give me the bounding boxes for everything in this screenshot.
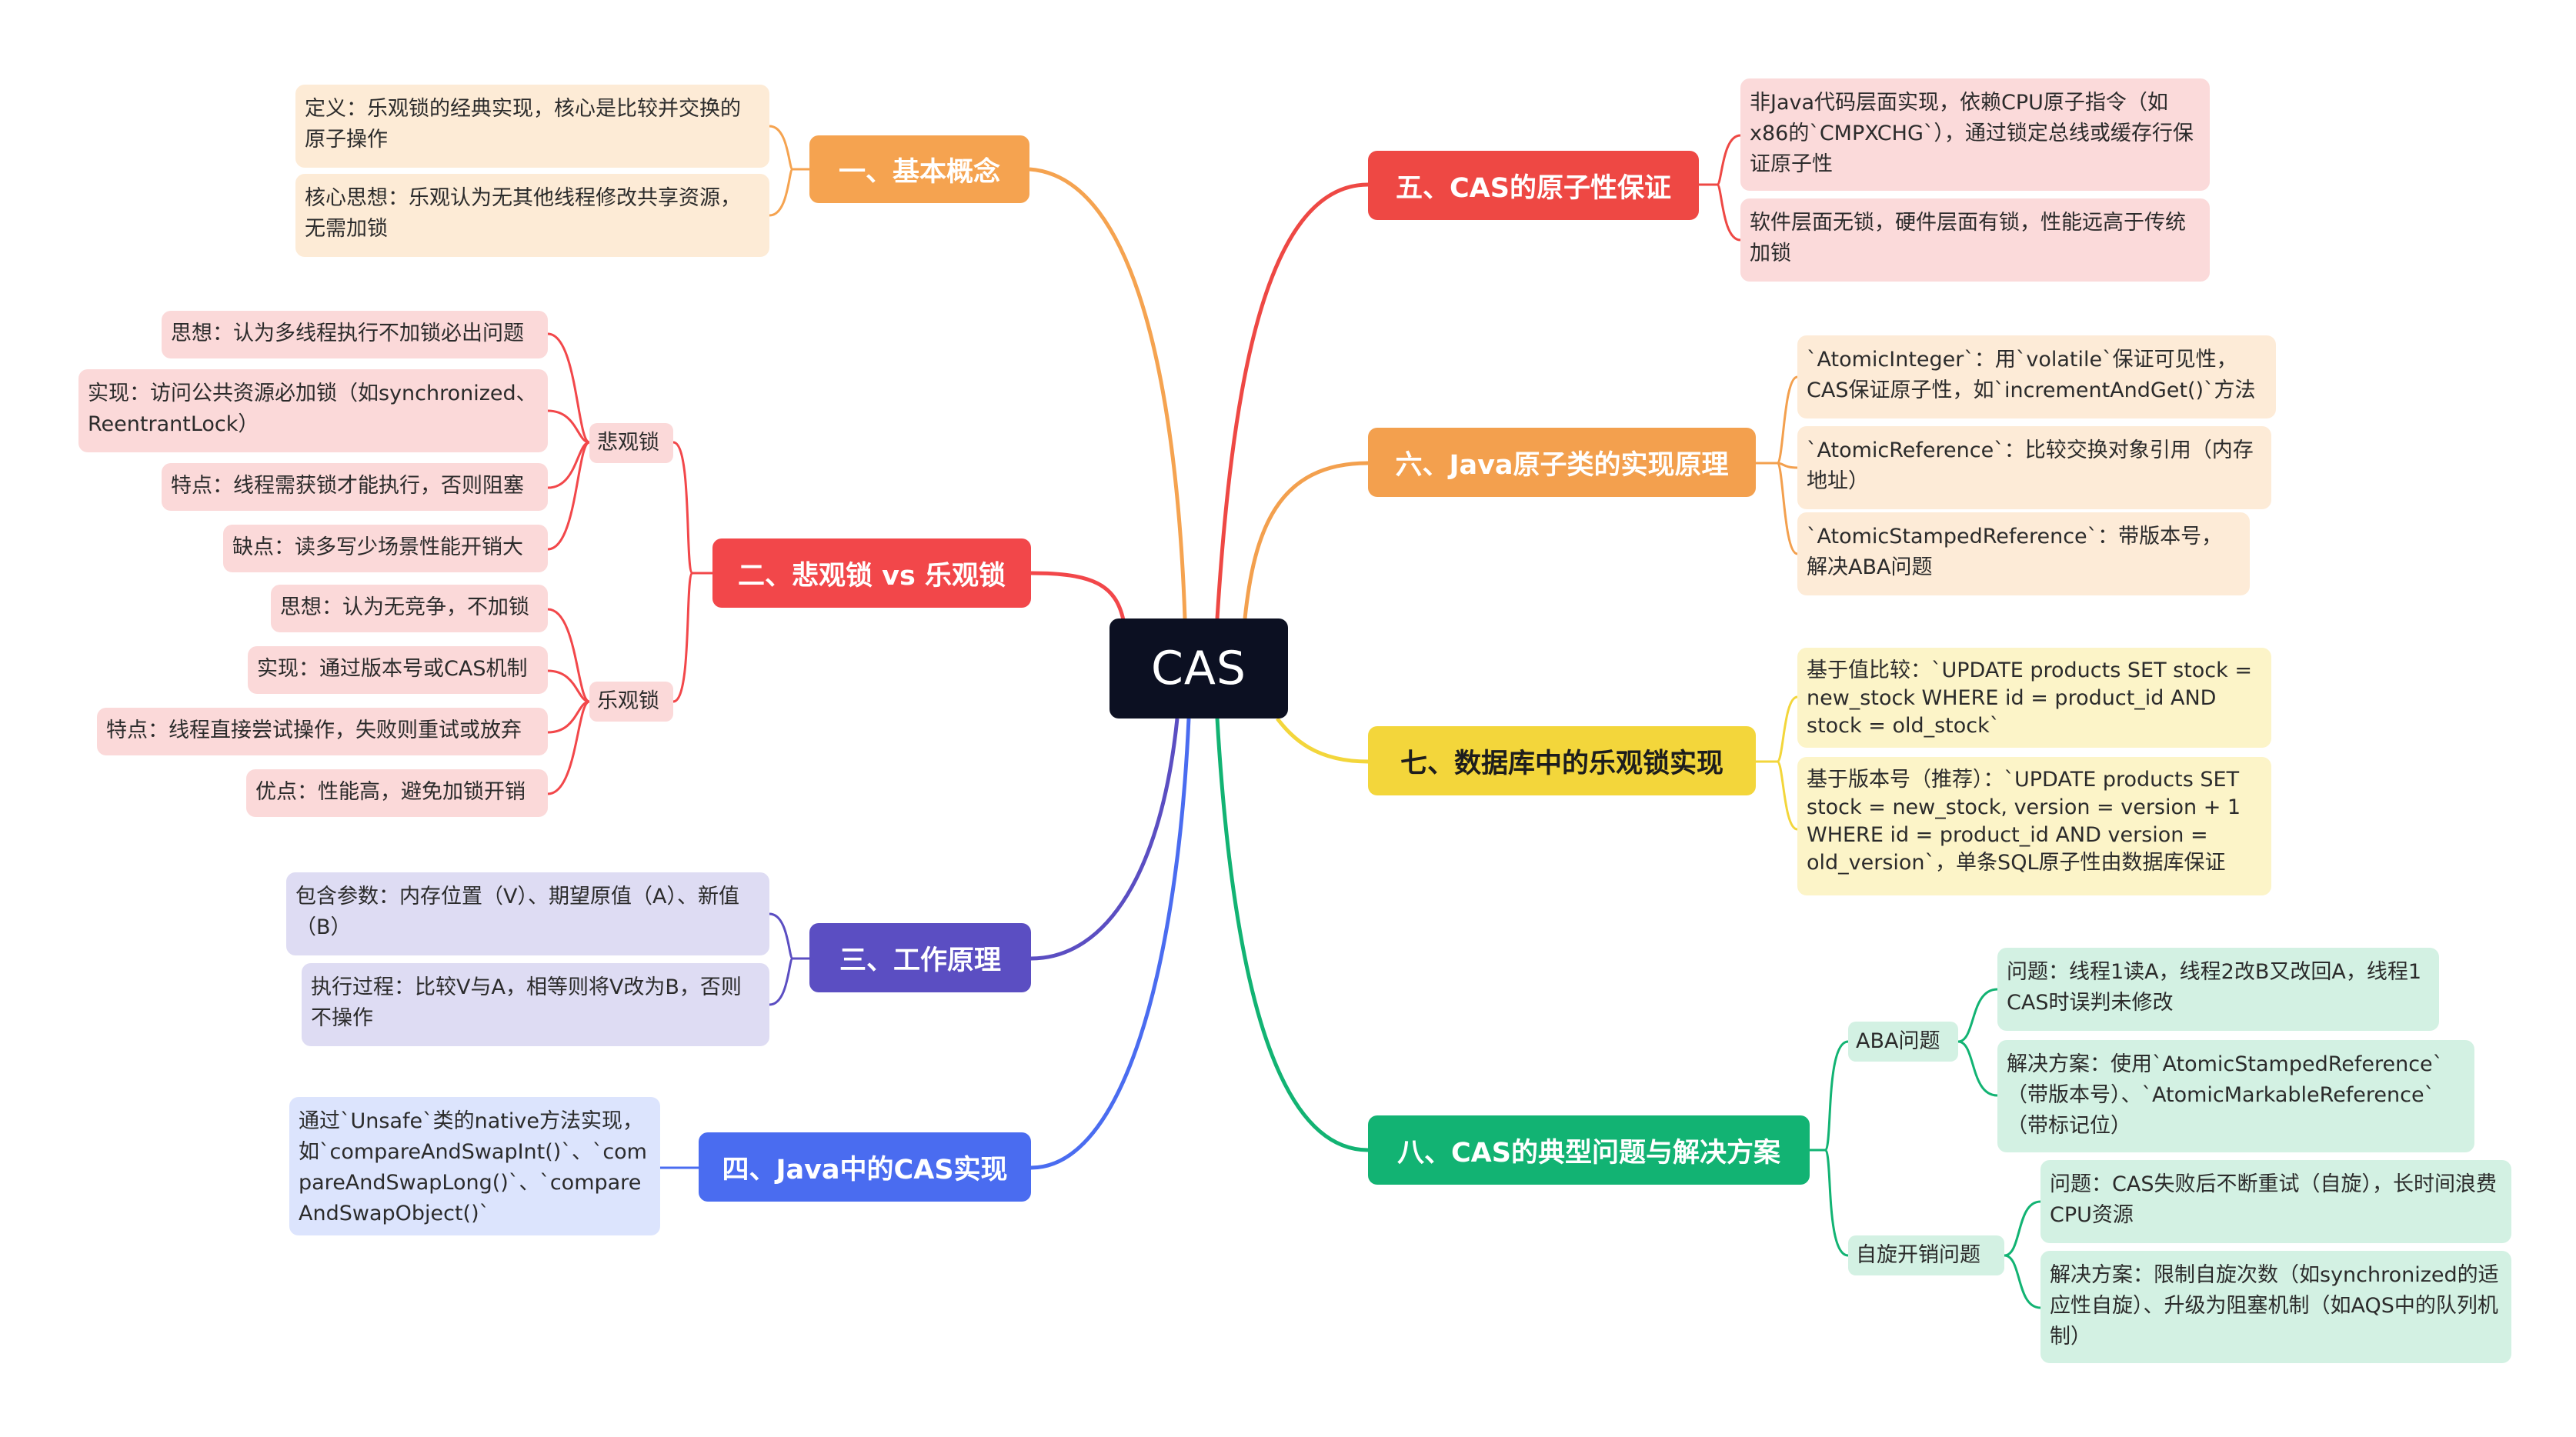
leaf-optimistic-feature[interactable]: 特点：线程直接尝试操作，失败则重试或放弃 bbox=[97, 708, 548, 755]
leaf-execution[interactable]: 执行过程：比较V与A，相等则将V改为B，否则不操作 bbox=[302, 963, 769, 1046]
leaf-value-comparison[interactable]: 基于值比较：`UPDATE products SET stock = new_s… bbox=[1797, 648, 2271, 748]
leaf-spin-issue[interactable]: 问题：CAS失败后不断重试（自旋），长时间浪费CPU资源 bbox=[2040, 1160, 2511, 1243]
leaf-aba-issue[interactable]: 问题：线程1读A，线程2改B又改回A，线程1 CAS时误判未修改 bbox=[1997, 948, 2439, 1031]
link-root-b7 bbox=[1276, 717, 1369, 764]
leaf-atomic-reference[interactable]: `AtomicReference`：比较交换对象引用（内存地址） bbox=[1797, 426, 2271, 509]
branch-typical-problems[interactable]: 八、CAS的典型问题与解决方案 bbox=[1368, 1115, 1810, 1185]
link-root-b3 bbox=[1030, 718, 1180, 961]
link-root-b1 bbox=[1029, 167, 1187, 619]
group-pessimistic-lock[interactable]: 悲观锁 bbox=[589, 423, 673, 463]
link-root-b5 bbox=[1215, 182, 1369, 619]
leaf-optimistic-advantage[interactable]: 优点：性能高，避免加锁开销 bbox=[246, 769, 548, 817]
leaf-version-number[interactable]: 基于版本号（推荐）：`UPDATE products SET stock = n… bbox=[1797, 757, 2271, 895]
leaf-atomic-integer[interactable]: `AtomicInteger`：用`volatile`保证可见性，CAS保证原子… bbox=[1797, 335, 2276, 418]
branch-basic-concepts[interactable]: 一、基本概念 bbox=[809, 135, 1029, 203]
root-node[interactable]: CAS bbox=[1109, 618, 1288, 718]
leaf-spin-solution[interactable]: 解决方案：限制自旋次数（如synchronized的适应性自旋）、升级为阻塞机制… bbox=[2040, 1251, 2511, 1363]
leaf-hardware-lock[interactable]: 软件层面无锁，硬件层面有锁，性能远高于传统加锁 bbox=[1740, 198, 2210, 282]
group-aba-problem[interactable]: ABA问题 bbox=[1848, 1022, 1958, 1062]
link-root-b2 bbox=[1030, 571, 1126, 621]
group-spin-overhead[interactable]: 自旋开销问题 bbox=[1848, 1235, 2004, 1275]
branch-working-principle[interactable]: 三、工作原理 bbox=[809, 923, 1031, 992]
branch-atomicity-guarantee[interactable]: 五、CAS的原子性保证 bbox=[1368, 151, 1699, 220]
branch-db-optimistic-lock[interactable]: 七、数据库中的乐观锁实现 bbox=[1368, 726, 1756, 795]
leaf-pessimistic-drawback[interactable]: 缺点：读多写少场景性能开销大 bbox=[223, 525, 548, 572]
group-optimistic-lock[interactable]: 乐观锁 bbox=[589, 682, 673, 722]
leaf-parameters[interactable]: 包含参数：内存位置（V）、期望原值（A）、新值（B） bbox=[286, 872, 769, 955]
leaf-core-idea[interactable]: 核心思想：乐观认为无其他线程修改共享资源，无需加锁 bbox=[295, 174, 769, 257]
leaf-cpu-instruction[interactable]: 非Java代码层面实现，依赖CPU原子指令（如x86的`CMPXCHG`），通过… bbox=[1740, 78, 2210, 191]
leaf-optimistic-idea[interactable]: 思想：认为无竞争，不加锁 bbox=[271, 585, 548, 632]
leaf-pessimistic-impl[interactable]: 实现：访问公共资源必加锁（如synchronized、ReentrantLock… bbox=[78, 369, 548, 452]
leaf-unsafe-methods[interactable]: 通过`Unsafe`类的native方法实现，如`compareAndSwapI… bbox=[289, 1097, 660, 1235]
leaf-definition[interactable]: 定义：乐观锁的经典实现，核心是比较并交换的原子操作 bbox=[295, 85, 769, 168]
leaf-atomic-stamped-reference[interactable]: `AtomicStampedReference`：带版本号，解决ABA问题 bbox=[1797, 512, 2250, 595]
branch-java-cas-impl[interactable]: 四、Java中的CAS实现 bbox=[699, 1132, 1031, 1202]
branch-pessimistic-vs-optimistic[interactable]: 二、悲观锁 vs 乐观锁 bbox=[712, 538, 1031, 608]
leaf-pessimistic-idea[interactable]: 思想：认为多线程执行不加锁必出问题 bbox=[162, 311, 548, 358]
leaf-aba-solution[interactable]: 解决方案：使用`AtomicStampedReference`（带版本号）、`A… bbox=[1997, 1040, 2474, 1152]
link-root-b8 bbox=[1215, 718, 1369, 1152]
link-root-b6 bbox=[1243, 461, 1369, 619]
branch-atomic-classes[interactable]: 六、Java原子类的实现原理 bbox=[1368, 428, 1756, 497]
leaf-pessimistic-feature[interactable]: 特点：线程需获锁才能执行，否则阻塞 bbox=[162, 463, 548, 511]
leaf-optimistic-impl[interactable]: 实现：通过版本号或CAS机制 bbox=[248, 646, 548, 694]
link-root-b4 bbox=[1030, 718, 1191, 1170]
